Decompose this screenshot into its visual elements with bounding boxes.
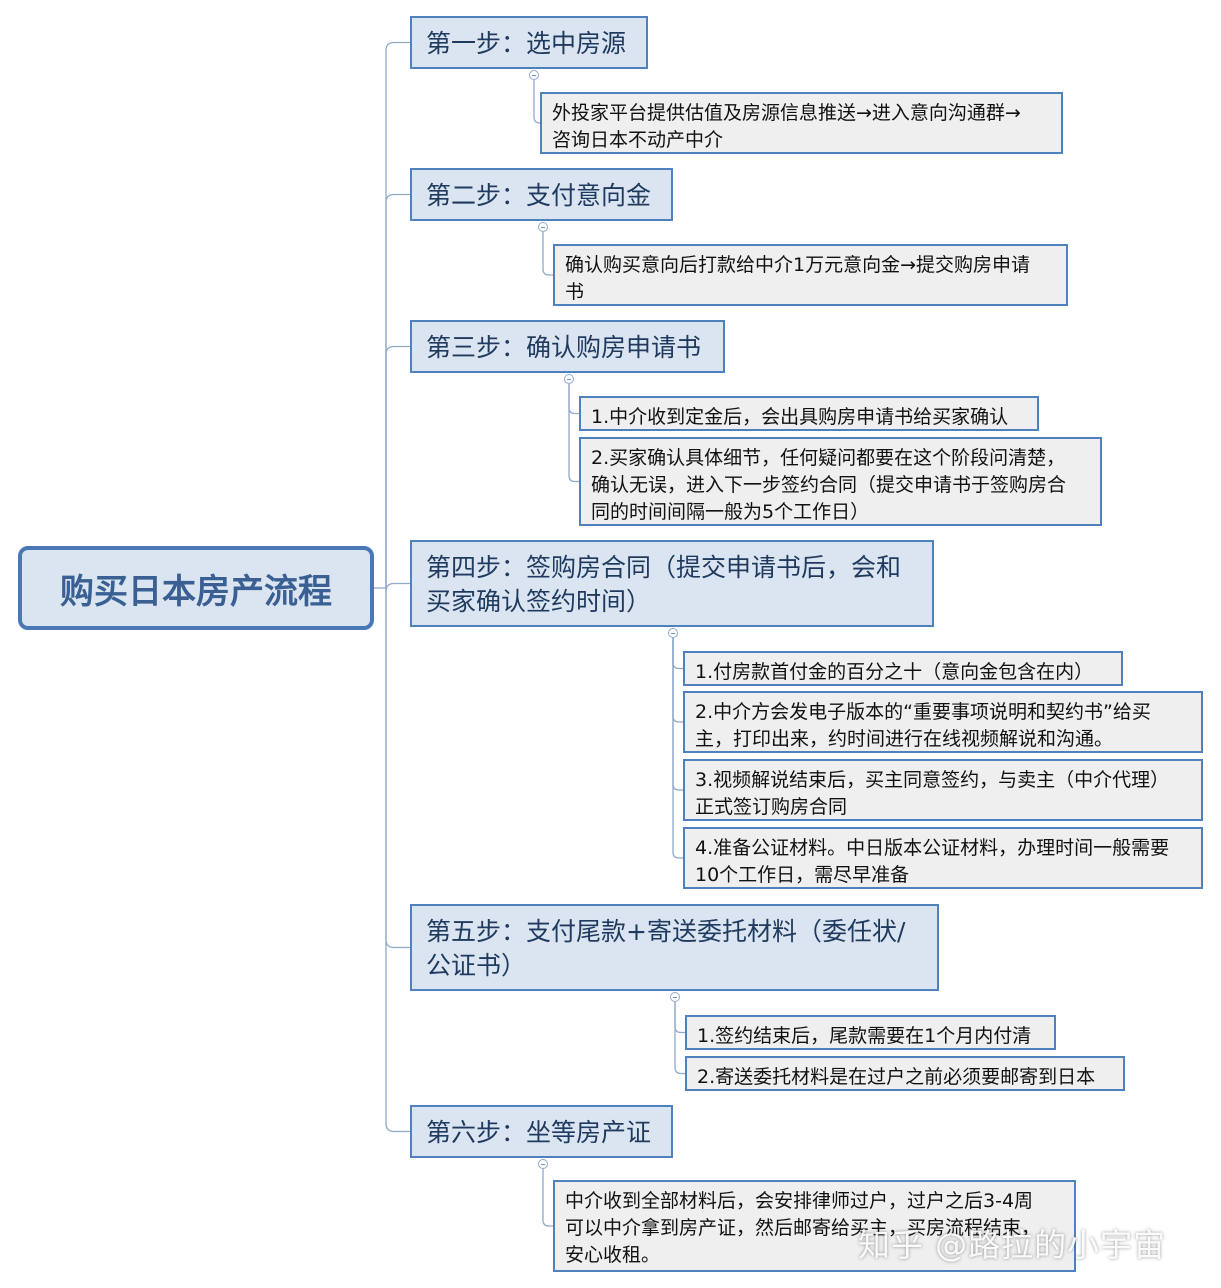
root-topic-label: 购买日本房产流程	[60, 571, 332, 612]
detail-connector	[533, 80, 541, 124]
detail-text: 2.买家确认具体细节，任何疑问都要在这个阶段问清楚， 确认无误，进入下一步签约合…	[591, 447, 1067, 523]
step-3-confirm-application[interactable]: 第三步：确认购房申请书	[410, 320, 725, 373]
step-4-sign-contract[interactable]: 第四步：签购房合同（提交申请书后，会和 买家确认签约时间）	[410, 540, 934, 627]
collapse-toggle-icon[interactable]	[538, 222, 548, 232]
detail-deposit-payment[interactable]: 确认购买意向后打款给中介1万元意向金→提交购房申请 书	[553, 244, 1068, 306]
detail-platform-valuation[interactable]: 外投家平台提供估值及房源信息推送→进入意向沟通群→ 咨询日本不动产中介	[540, 92, 1063, 154]
watermark: 知乎 @路拉的小宇宙	[858, 1226, 1167, 1264]
detail-connector	[568, 384, 579, 415]
detail-connector	[672, 638, 683, 670]
collapse-toggle-icon[interactable]	[538, 1159, 548, 1169]
detail-text: 2.中介方会发电子版本的“重要事项说明和契约书”给买 主，打印出来，约时间进行在…	[695, 701, 1151, 750]
step-label: 第六步：坐等房产证	[426, 1118, 652, 1147]
branch-connector	[385, 41, 410, 588]
detail-text: 1.签约结束后，尾款需要在1个月内付清	[697, 1025, 1032, 1047]
root-topic[interactable]: 购买日本房产流程	[18, 546, 374, 630]
collapse-toggle-icon[interactable]	[529, 70, 539, 80]
step-label: 第五步：支付尾款+寄送委托材料（委任状/ 公证书）	[426, 917, 906, 980]
detail-purchase-application[interactable]: 1.中介收到定金后，会出具购房申请书给买家确认	[579, 396, 1039, 431]
detail-text: 确认购买意向后打款给中介1万元意向金→提交购房申请 书	[565, 254, 1031, 303]
detail-text: 外投家平台提供估值及房源信息推送→进入意向沟通群→ 咨询日本不动产中介	[552, 102, 1021, 151]
branch-connector	[385, 588, 410, 1133]
detail-connector	[542, 232, 553, 276]
branch-connector	[385, 582, 410, 592]
branch-connector	[385, 193, 410, 588]
detail-connector	[674, 1002, 685, 1034]
detail-ownership-transfer[interactable]: 中介收到全部材料后，会安排律师过户，过户之后3-4周 可以中介拿到房产证，然后邮…	[553, 1180, 1076, 1272]
step-5-final-payment[interactable]: 第五步：支付尾款+寄送委托材料（委任状/ 公证书）	[410, 904, 939, 991]
step-label: 第四步：签购房合同（提交申请书后，会和 买家确认签约时间）	[426, 553, 902, 616]
branch-connector	[385, 588, 410, 949]
detail-down-payment[interactable]: 1.付房款首付金的百分之十（意向金包含在内）	[683, 651, 1123, 686]
detail-important-matters[interactable]: 2.中介方会发电子版本的“重要事项说明和契约书”给买 主，打印出来，约时间进行在…	[683, 691, 1203, 753]
detail-connector	[568, 384, 579, 483]
step-1-select-property[interactable]: 第一步：选中房源	[410, 16, 648, 69]
detail-text: 2.寄送委托材料是在过户之前必须要邮寄到日本	[697, 1066, 1096, 1088]
detail-text: 3.视频解说结束后，买主同意签约，与卖主（中介代理） 正式签订购房合同	[695, 769, 1170, 818]
detail-connector	[542, 1169, 553, 1227]
step-label: 第一步：选中房源	[426, 29, 627, 58]
detail-connector	[672, 638, 683, 859]
detail-text: 1.中介收到定金后，会出具购房申请书给买家确认	[591, 406, 1009, 428]
step-label: 第二步：支付意向金	[426, 181, 652, 210]
detail-mail-documents[interactable]: 2.寄送委托材料是在过户之前必须要邮寄到日本	[685, 1056, 1125, 1091]
collapse-toggle-icon[interactable]	[670, 992, 680, 1002]
detail-connector	[674, 1002, 685, 1075]
detail-confirm-details[interactable]: 2.买家确认具体细节，任何疑问都要在这个阶段问清楚， 确认无误，进入下一步签约合…	[579, 437, 1102, 526]
detail-text: 中介收到全部材料后，会安排律师过户，过户之后3-4周 可以中介拿到房产证，然后邮…	[565, 1190, 1041, 1266]
branch-connector	[385, 345, 410, 588]
detail-connector	[672, 638, 683, 791]
collapse-toggle-icon[interactable]	[564, 374, 574, 384]
detail-final-payment[interactable]: 1.签约结束后，尾款需要在1个月内付清	[685, 1015, 1056, 1050]
detail-text: 1.付房款首付金的百分之十（意向金包含在内）	[695, 661, 1094, 683]
step-6-await-certificate[interactable]: 第六步：坐等房产证	[410, 1105, 673, 1158]
detail-notarization[interactable]: 4.准备公证材料。中日版本公证材料，办理时间一般需要 10个工作日，需尽早准备	[683, 827, 1203, 889]
step-2-pay-deposit[interactable]: 第二步：支付意向金	[410, 168, 673, 221]
collapse-toggle-icon[interactable]	[668, 628, 678, 638]
step-label: 第三步：确认购房申请书	[426, 333, 702, 362]
detail-text: 4.准备公证材料。中日版本公证材料，办理时间一般需要 10个工作日，需尽早准备	[695, 837, 1170, 886]
detail-connector	[672, 638, 683, 723]
detail-video-explanation[interactable]: 3.视频解说结束后，买主同意签约，与卖主（中介代理） 正式签订购房合同	[683, 759, 1203, 821]
